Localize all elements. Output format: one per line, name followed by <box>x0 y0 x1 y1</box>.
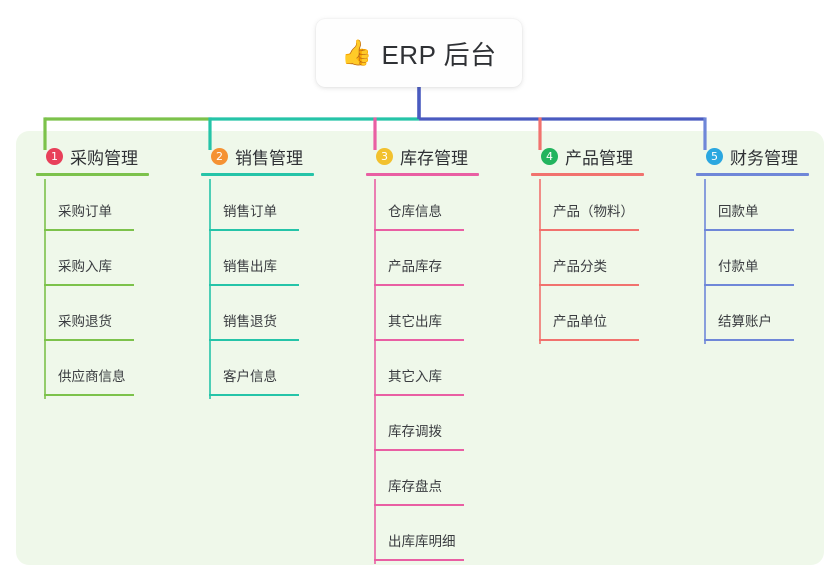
leaf-node-label: 结算账户 <box>718 314 772 329</box>
leaf-node[interactable]: 结算账户 <box>696 286 839 341</box>
branch-title-1: 采购管理 <box>70 148 138 168</box>
leaf-node-label: 付款单 <box>718 259 759 274</box>
leaf-node-label: 供应商信息 <box>58 369 126 384</box>
leaf-node[interactable]: 付款单 <box>696 231 839 286</box>
branch-badge-2: 2 <box>211 147 228 165</box>
leaf-node[interactable]: 产品库存 <box>366 231 516 286</box>
branches-panel <box>16 131 824 565</box>
branch-header-2[interactable]: 2 销售管理 <box>201 144 351 168</box>
thumbs-up-icon: 👍 <box>341 38 373 67</box>
leaf-node-label: 出库库明细 <box>388 534 456 549</box>
leaf-node[interactable]: 采购入库 <box>36 231 186 286</box>
leaf-node-label: 客户信息 <box>223 369 277 384</box>
leaf-node[interactable]: 其它出库 <box>366 286 516 341</box>
leaf-node-label: 采购退货 <box>58 314 112 329</box>
leaf-node-underline <box>44 339 134 341</box>
leaf-node-underline <box>374 284 464 286</box>
leaf-node-underline <box>374 339 464 341</box>
leaf-node-label: 产品分类 <box>553 259 607 274</box>
leaf-node-label: 销售订单 <box>223 204 277 219</box>
leaf-node-underline <box>209 394 299 396</box>
leaf-node-underline <box>704 229 794 231</box>
leaf-node[interactable]: 销售订单 <box>201 176 351 231</box>
root-node[interactable]: 👍 ERP 后台 <box>316 19 522 87</box>
leaf-node[interactable]: 产品分类 <box>531 231 681 286</box>
branch-title-4: 产品管理 <box>565 148 633 168</box>
leaf-node-label: 采购订单 <box>58 204 112 219</box>
leaf-node[interactable]: 客户信息 <box>201 341 351 396</box>
branch-badge-4: 4 <box>541 147 558 165</box>
branch-header-underline-3 <box>366 173 479 176</box>
leaf-node-underline <box>539 284 639 286</box>
leaf-node-label: 销售出库 <box>223 259 277 274</box>
leaf-node-label: 其它入库 <box>388 369 442 384</box>
leaf-node-underline <box>704 284 794 286</box>
branch-column-3: 3 库存管理仓库信息产品库存其它出库其它入库库存调拨库存盘点出库库明细 <box>366 144 516 561</box>
leaf-node[interactable]: 采购退货 <box>36 286 186 341</box>
leaf-node[interactable]: 采购订单 <box>36 176 186 231</box>
leaf-node-underline <box>374 449 464 451</box>
leaf-node[interactable]: 仓库信息 <box>366 176 516 231</box>
leaf-node-underline <box>374 394 464 396</box>
root-node-title: ERP 后台 <box>381 39 497 70</box>
branch-badge-3: 3 <box>376 147 393 165</box>
leaf-node-underline <box>209 284 299 286</box>
branch-header-underline-1 <box>36 173 149 176</box>
leaf-node-label: 产品单位 <box>553 314 607 329</box>
branch-header-underline-5 <box>696 173 809 176</box>
leaf-node-underline <box>374 229 464 231</box>
leaf-node[interactable]: 产品单位 <box>531 286 681 341</box>
branch-header-underline-2 <box>201 173 314 176</box>
leaf-node-underline <box>374 504 464 506</box>
leaf-node[interactable]: 供应商信息 <box>36 341 186 396</box>
branch-title-3: 库存管理 <box>400 148 468 168</box>
leaf-node[interactable]: 销售退货 <box>201 286 351 341</box>
leaf-node-underline <box>209 229 299 231</box>
leaf-node-underline <box>44 229 134 231</box>
leaf-node[interactable]: 库存调拨 <box>366 396 516 451</box>
branch-column-4: 4 产品管理产品（物料） 产品分类产品单位 <box>531 144 681 341</box>
branch-header-3[interactable]: 3 库存管理 <box>366 144 516 168</box>
leaf-node[interactable]: 其它入库 <box>366 341 516 396</box>
leaf-node-label: 产品（物料） <box>553 204 634 219</box>
leaf-node-label: 采购入库 <box>58 259 112 274</box>
branch-badge-1: 1 <box>46 147 63 165</box>
leaf-node[interactable]: 出库库明细 <box>366 506 516 561</box>
branch-header-underline-4 <box>531 173 644 176</box>
branch-header-4[interactable]: 4 产品管理 <box>531 144 681 168</box>
branch-column-2: 2 销售管理销售订单销售出库销售退货客户信息 <box>201 144 351 396</box>
branch-header-5[interactable]: 5 财务管理 <box>696 144 839 168</box>
branch-column-1: 1 采购管理采购订单采购入库采购退货供应商信息 <box>36 144 186 396</box>
leaf-node-label: 销售退货 <box>223 314 277 329</box>
leaf-node[interactable]: 销售出库 <box>201 231 351 286</box>
leaf-node-underline <box>44 284 134 286</box>
branch-column-5: 5 财务管理回款单付款单结算账户 <box>696 144 839 341</box>
branch-header-1[interactable]: 1 采购管理 <box>36 144 186 168</box>
branch-badge-5: 5 <box>706 147 723 165</box>
leaf-node-underline <box>209 339 299 341</box>
leaf-node[interactable]: 回款单 <box>696 176 839 231</box>
leaf-node-underline <box>44 394 134 396</box>
leaf-node-label: 仓库信息 <box>388 204 442 219</box>
branch-title-5: 财务管理 <box>730 148 798 168</box>
leaf-node-label: 库存调拨 <box>388 424 442 439</box>
leaf-node-label: 库存盘点 <box>388 479 442 494</box>
leaf-node[interactable]: 产品（物料） <box>531 176 681 231</box>
leaf-node-label: 其它出库 <box>388 314 442 329</box>
leaf-node[interactable]: 库存盘点 <box>366 451 516 506</box>
branch-title-2: 销售管理 <box>235 148 303 168</box>
leaf-node-label: 回款单 <box>718 204 759 219</box>
leaf-node-underline <box>704 339 794 341</box>
leaf-node-underline <box>374 559 464 561</box>
leaf-node-underline <box>539 229 639 231</box>
leaf-node-underline <box>539 339 639 341</box>
leaf-node-label: 产品库存 <box>388 259 442 274</box>
